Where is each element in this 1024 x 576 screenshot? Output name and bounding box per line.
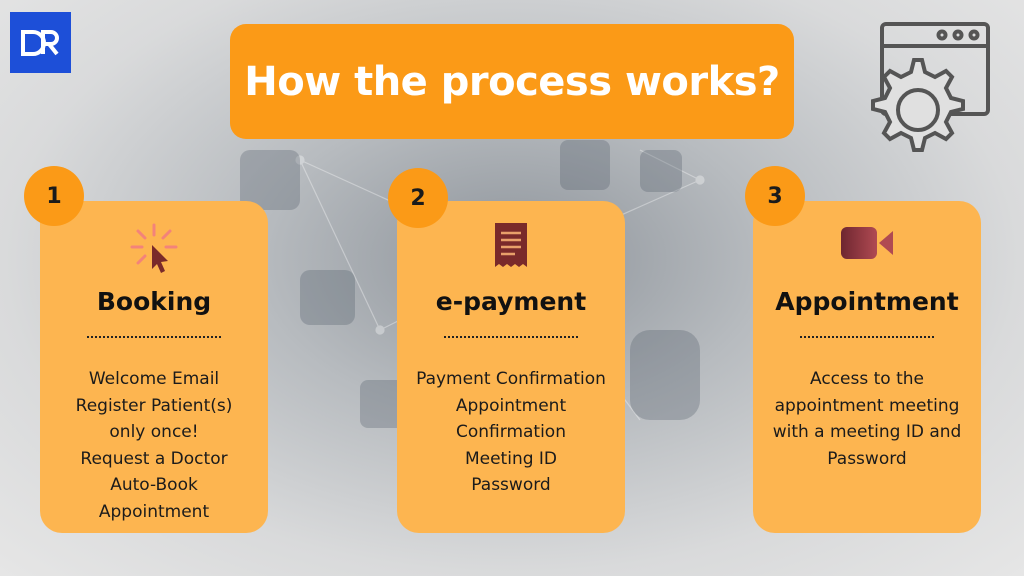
step-description: Payment Confirmation Appointment Confirm… — [403, 366, 619, 499]
dr-logo-icon — [20, 29, 59, 56]
step-line: only once! — [109, 422, 199, 443]
step-title: e-payment — [435, 287, 587, 316]
step-line: appointment meeting — [774, 395, 960, 416]
step-line: Request a Doctor — [80, 448, 228, 469]
step-line: Payment Confirmation — [416, 369, 606, 389]
step-line: Appointment — [455, 395, 567, 416]
step-number-badge: 3 — [745, 166, 805, 226]
step-card-booking: Booking Welcome Email Register Patient(s… — [40, 201, 268, 533]
step-title: Booking — [96, 287, 212, 316]
step-number-badge: 1 — [24, 166, 84, 226]
step-line: Meeting ID — [464, 448, 558, 469]
gear-window-icon — [871, 22, 990, 152]
step-description: Welcome Email Register Patient(s) only o… — [46, 366, 262, 526]
step-number-badge: 2 — [388, 168, 448, 228]
step-line: Appointment — [98, 501, 210, 522]
title-banner: How the process works? — [230, 24, 794, 139]
step-line: Access to the — [810, 369, 924, 389]
receipt-icon — [495, 223, 527, 267]
page-title: How the process works? — [244, 58, 780, 105]
company-logo — [10, 12, 71, 73]
step-line: Password — [471, 475, 551, 496]
divider — [800, 336, 934, 338]
step-line: Welcome Email — [88, 369, 220, 389]
step-line: Confirmation — [456, 422, 566, 443]
divider — [444, 336, 578, 338]
step-line: Register Patient(s) — [75, 395, 233, 416]
step-title: Appointment — [775, 287, 959, 316]
step-description: Access to the appointment meeting with a… — [759, 366, 975, 472]
step-card-e-payment: e-payment Payment Confirmation Appointme… — [397, 201, 625, 533]
step-line: Auto-Book — [110, 475, 198, 496]
click-cursor-icon — [130, 223, 178, 273]
video-camera-icon — [841, 227, 893, 259]
step-line: with a meeting ID and — [772, 422, 962, 443]
step-line: Password — [827, 448, 907, 469]
step-card-appointment: Appointment Access to the appointment me… — [753, 201, 981, 533]
divider — [87, 336, 221, 338]
